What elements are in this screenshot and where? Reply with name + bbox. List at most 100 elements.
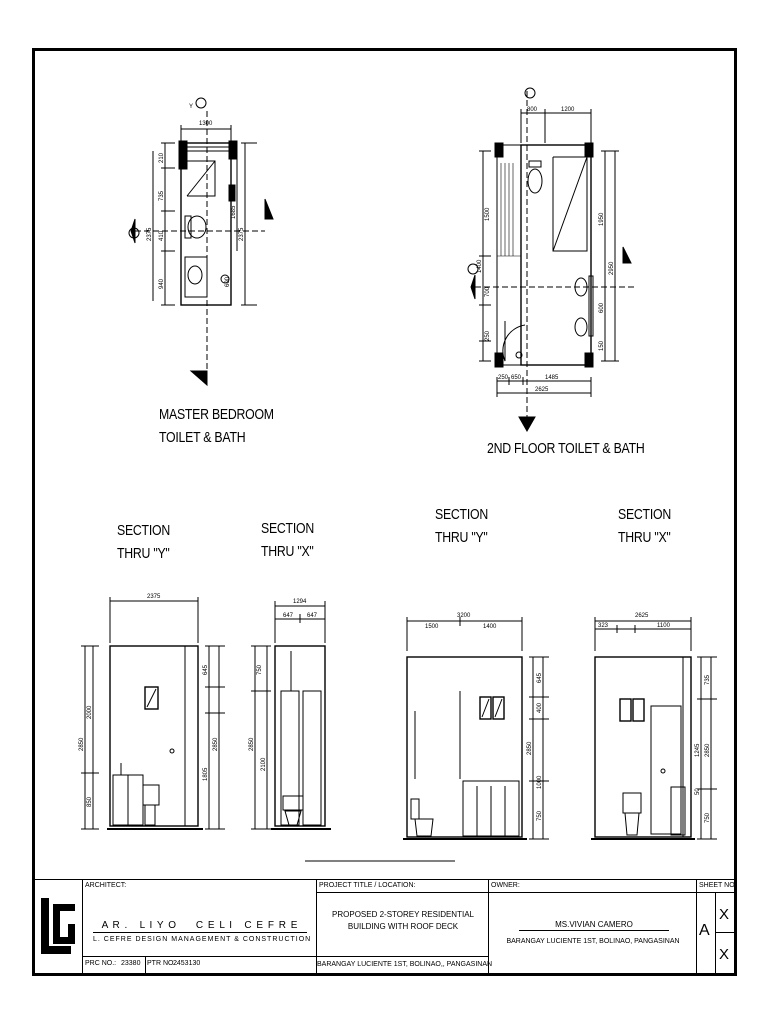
section-3	[403, 617, 549, 840]
dim: 750	[257, 664, 263, 675]
dim: 1400	[483, 624, 497, 630]
section-label-line1: SECTION	[618, 506, 671, 523]
section-2	[251, 601, 455, 862]
dim: 700	[485, 286, 491, 297]
dim: 800	[527, 107, 538, 113]
dim: 50	[695, 788, 701, 795]
ptr-value: 2453130	[173, 960, 201, 967]
plan1-title-line1: MASTER BEDROOM	[159, 406, 274, 423]
dim: 735	[705, 674, 711, 685]
dim: 2850	[249, 737, 255, 751]
dim: 1950	[599, 212, 605, 226]
dim: 2850	[705, 743, 711, 757]
owner-name: MS.VIVIAN CAMERO	[519, 920, 669, 931]
drawing-sheet: Y	[32, 48, 737, 976]
logo-cell	[35, 880, 83, 974]
firm-logo	[41, 898, 75, 954]
sheet-x-bottom: X	[719, 946, 730, 963]
section4-label: SECTION THRU "X"	[618, 503, 671, 549]
dim: 2375	[147, 594, 161, 600]
section3-label: SECTION THRU "Y"	[435, 503, 488, 549]
section-label-line2: THRU "X"	[618, 529, 671, 546]
project-title-line2: BUILDING WITH ROOF DECK	[347, 922, 459, 931]
svg-text:Y: Y	[189, 104, 193, 110]
dim: 2625	[535, 387, 549, 393]
sheet-label: SHEET NO.	[699, 882, 737, 889]
plan2-title-text: 2ND FLOOR TOILET & BATH	[487, 440, 645, 457]
dim: 2625	[635, 613, 649, 619]
section-4	[591, 617, 717, 840]
dim: 2100	[261, 757, 267, 771]
dim: 645	[203, 664, 209, 675]
firm-name: L. CEFRE DESIGN MANAGEMENT & CONSTRUCTIO…	[93, 936, 312, 943]
plan1-title-line2: TOILET & BATH	[159, 429, 246, 446]
dim: 2850	[527, 741, 533, 755]
section-label-line2: THRU "X"	[261, 543, 314, 560]
dim: 2375	[147, 227, 153, 241]
dim: 1294	[293, 599, 307, 605]
plan-master-bedroom: Y	[128, 97, 274, 387]
architect-name: A R . L I Y O C E L I C E F R E	[93, 920, 307, 933]
dim: 2000	[87, 705, 93, 719]
dim: 323	[598, 623, 609, 629]
section2-label: SECTION THRU "X"	[261, 517, 314, 563]
dim: 1805	[203, 767, 209, 781]
dim: 1500	[485, 207, 491, 221]
section-1	[81, 597, 225, 830]
dim: 650	[511, 375, 522, 381]
sheet-letter: A	[699, 922, 710, 939]
dim: 600	[599, 302, 605, 313]
dim: 1245	[695, 743, 701, 757]
dim: 1300	[199, 121, 213, 127]
dim: 2850	[79, 737, 85, 751]
dim: 645	[537, 672, 543, 683]
project-cell: PROJECT TITLE / LOCATION: PROPOSED 2-STO…	[317, 880, 493, 974]
dim: 3200	[457, 613, 471, 619]
section1-label: SECTION THRU "Y"	[117, 519, 170, 565]
dim: 1500	[425, 624, 439, 630]
project-location: BARANGAY LUCIENTE 1ST, BOLINAO,, PANGASI…	[317, 961, 493, 968]
dim: 750	[705, 812, 711, 823]
sheet-cell: SHEET NO. A X X	[697, 880, 737, 974]
dim: 250	[498, 375, 509, 381]
section-label-line1: SECTION	[435, 506, 488, 523]
dim: 940	[159, 278, 165, 289]
dim: 150	[599, 340, 605, 351]
prc-label: PRC NO.:	[85, 960, 117, 967]
dim: 1000	[537, 775, 543, 789]
architect-label: ARCHITECT:	[85, 882, 127, 889]
plan1-title: MASTER BEDROOM TOILET & BATH	[159, 403, 274, 449]
plan2-title: 2ND FLOOR TOILET & BATH	[487, 437, 645, 460]
project-title-line1: PROPOSED 2-STOREY RESIDENTIAL	[332, 910, 474, 919]
project-label: PROJECT TITLE / LOCATION:	[319, 882, 416, 889]
section-label-line1: SECTION	[117, 522, 170, 539]
section-label-line2: THRU "Y"	[435, 529, 488, 546]
architect-cell: ARCHITECT: A R . L I Y O C E L I C E F R…	[83, 880, 317, 974]
dim: 210	[159, 152, 165, 163]
dim: 850	[87, 796, 93, 807]
dim: 600	[225, 276, 231, 287]
dim: 400	[537, 702, 543, 713]
section-label-line2: THRU "Y"	[117, 545, 170, 562]
sheet-x-top: X	[719, 906, 730, 923]
section-label-line1: SECTION	[261, 520, 314, 537]
dim: 735	[159, 190, 165, 201]
owner-label: OWNER:	[491, 882, 520, 889]
dim: 410	[159, 230, 165, 241]
dim: 750	[537, 810, 543, 821]
owner-cell: OWNER: MS.VIVIAN CAMERO BARANGAY LUCIENT…	[489, 880, 697, 974]
dim: 2950	[609, 261, 615, 275]
dim: 250	[485, 330, 491, 341]
ptr-label: PTR NO.:	[147, 960, 178, 967]
dim: 2850	[213, 737, 219, 751]
drawing-area: Y	[79, 87, 717, 862]
dim: 2375	[239, 227, 245, 241]
dim: 1485	[545, 375, 559, 381]
dim: 1200	[561, 107, 575, 113]
dim: 1685	[231, 205, 237, 219]
dim: 647	[307, 613, 318, 619]
prc-value: 23380	[121, 960, 141, 967]
dim: 1100	[657, 623, 671, 629]
dim: 1400	[477, 259, 483, 273]
owner-address: BARANGAY LUCIENTE 1ST, BOLINAO, PANGASIN…	[506, 938, 680, 945]
